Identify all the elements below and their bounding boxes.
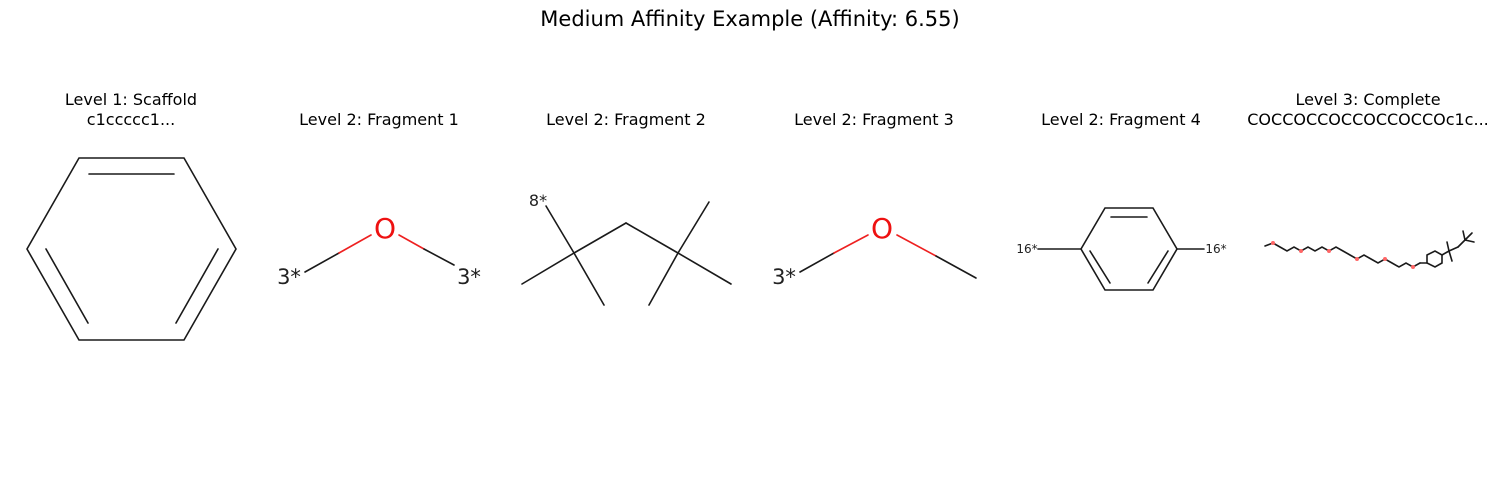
attachment-label: 3* [772,265,796,289]
oxygen-atom-label: O [871,212,893,245]
bond [521,252,575,285]
bond [573,222,627,254]
bond [545,205,575,254]
panel-2-title-line1: Level 2: Fragment 1 [299,110,459,129]
attachment-label: 16* [1205,242,1226,256]
bond [1464,239,1475,243]
bond [1448,246,1459,252]
panel-6-title-line2: COCCOCCOCCOCCOCCOc1c... [1247,110,1489,129]
panel-5-title-line1: Level 2: Fragment 4 [1041,110,1201,129]
attachment-label: 16* [1016,242,1037,256]
panel-5-title: Level 2: Fragment 4 [996,110,1246,130]
bond [648,252,679,306]
oxygen-atom-label: O [374,212,396,245]
bond [1462,230,1466,241]
bond [423,248,455,266]
bond [1446,241,1450,252]
bond [677,201,710,254]
panel-4-title: Level 2: Fragment 3 [749,110,999,130]
panel-1-title: Level 1: Scaffold c1ccccc1... [6,90,256,130]
oxygen-atom [1327,249,1331,253]
oxygen-atom [1299,249,1303,253]
benzene-double-bond [175,248,219,324]
panel-6-title-line1: Level 3: Complete [1295,90,1441,109]
attachment-label: 3* [457,265,481,289]
attachment-label: 8* [529,191,547,210]
bond-to-oxygen [896,234,937,257]
benzene-scaffold-structure [26,157,237,341]
aryl-ring [1426,250,1443,268]
benzene-double-bond [45,248,89,324]
panel-4-title-line1: Level 2: Fragment 3 [794,110,954,129]
bond [935,255,977,279]
fragment-1-structure: O 3* 3* [277,212,481,289]
figure-title: Medium Affinity Example (Affinity: 6.55) [540,7,960,31]
oxygen-atom [1271,241,1275,245]
ring-double-bond [1147,250,1169,284]
oxygen-atom [1355,257,1359,261]
fragment-2-structure: 8* [521,191,732,306]
bond [1441,250,1450,256]
bond [1457,239,1466,248]
attachment-label: 3* [277,265,301,289]
bond [677,252,732,285]
bond [304,252,340,273]
oxygen-atom [1411,265,1415,269]
panel-1-title-line2: c1ccccc1... [86,110,176,129]
bond [1464,232,1473,241]
bond-to-oxygen [338,234,372,254]
panel-3-title-line1: Level 2: Fragment 2 [546,110,706,129]
bond [1448,250,1453,262]
phenylene-ring [1080,207,1178,291]
bond-to-oxygen [833,234,869,254]
benzene-ring [26,157,237,341]
bond [573,252,605,306]
fragment-3-structure: O 3* [772,212,977,289]
panel-1-title-line1: Level 1: Scaffold [64,90,198,109]
ring-double-bond [1089,250,1111,284]
polyether-chain [1264,242,1421,268]
panel-6-title: Level 3: Complete COCCOCCOCCOCCOCCOc1c..… [1243,90,1493,130]
panel-2-title: Level 2: Fragment 1 [254,110,504,130]
complete-molecule-structure [1264,230,1475,269]
bond [799,252,835,273]
bond [625,222,679,254]
panel-3-title: Level 2: Fragment 2 [501,110,751,130]
bond-to-oxygen [398,234,425,250]
fragment-4-structure: 16* 16* [1016,207,1227,291]
oxygen-atom [1383,257,1387,261]
